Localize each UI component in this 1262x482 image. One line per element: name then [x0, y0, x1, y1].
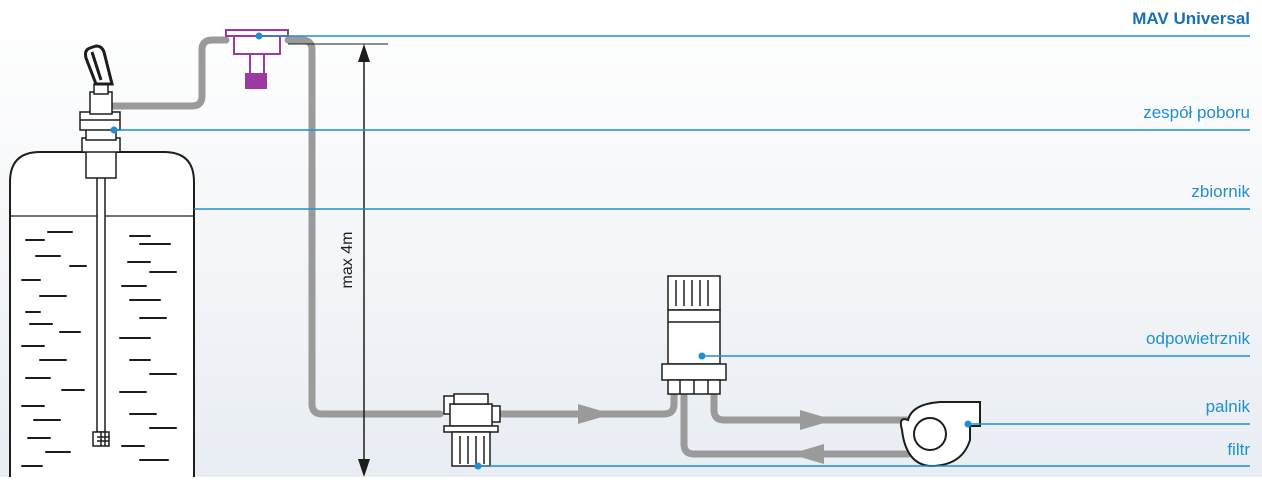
suction-pipe-up: [98, 36, 230, 110]
label-intake: zespół poboru: [1143, 103, 1250, 122]
label-mav-universal: MAV Universal: [1132, 9, 1250, 28]
burner-return-pipe: [680, 392, 912, 458]
label-tank: zbiornik: [1191, 182, 1250, 201]
filter: [443, 393, 501, 467]
height-label: max 4m: [339, 232, 356, 289]
label-leaders: [114, 35, 1250, 467]
label-deaerator: odpowietrznik: [1146, 329, 1250, 348]
pipes: [98, 36, 912, 458]
flow-arrows: [578, 404, 834, 464]
deaerator: [661, 275, 727, 395]
height-dimension: max 4m: [288, 43, 388, 477]
label-filter: filtr: [1227, 440, 1250, 459]
label-burner: palnik: [1206, 397, 1251, 416]
liquid-dashes: [21, 231, 177, 467]
burner-feed-pipe: [710, 392, 912, 424]
intake-assembly: [79, 44, 121, 179]
flow-arrow-feed: [578, 404, 612, 424]
leader-dots: [110, 32, 972, 470]
mav-valve: [225, 29, 289, 89]
tank: [9, 151, 195, 477]
flow-arrow-burner: [800, 410, 834, 430]
component-labels: MAV Universal zespół poboru zbiornik odp…: [1132, 9, 1250, 459]
feed-pipe: [496, 390, 678, 418]
flow-arrow-return: [790, 444, 824, 464]
suction-pipe-down: [284, 36, 444, 418]
burner: [899, 401, 981, 468]
